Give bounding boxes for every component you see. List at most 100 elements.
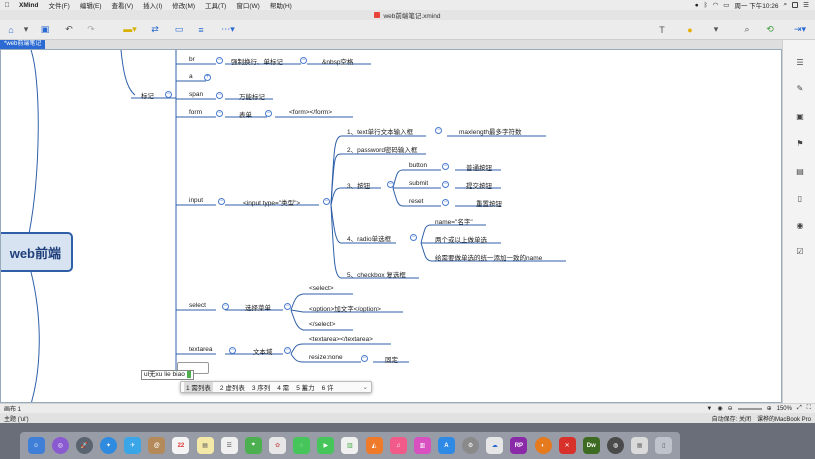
style-icon[interactable]: T: [659, 24, 665, 35]
topic-resize-desc[interactable]: 固定: [385, 357, 398, 364]
export-icon[interactable]: ⇥▾: [793, 24, 807, 34]
dreamweaver-icon[interactable]: Dw: [582, 437, 600, 454]
redo-icon[interactable]: ↷: [87, 24, 95, 34]
collapse-toggle[interactable]: −: [410, 234, 417, 241]
collapse-toggle[interactable]: −: [216, 110, 223, 117]
preview-icon[interactable]: ▦: [631, 437, 649, 454]
summary-icon[interactable]: ≡: [198, 24, 204, 35]
topic-select[interactable]: select: [189, 302, 206, 309]
topic-select-open[interactable]: <select>: [309, 285, 334, 292]
collapse-toggle[interactable]: −: [442, 199, 449, 206]
more-icon[interactable]: ⋯▾: [221, 24, 235, 34]
topic-button-desc[interactable]: 普通按钮: [466, 165, 492, 172]
launchpad-icon[interactable]: 🚀: [75, 437, 93, 454]
ime-candidate[interactable]: 4 需: [277, 385, 290, 392]
axure-rp-icon[interactable]: RP: [510, 437, 528, 454]
calendar-icon[interactable]: 22: [172, 437, 190, 454]
topic-button[interactable]: button: [409, 162, 428, 169]
collapse-toggle[interactable]: −: [218, 198, 225, 205]
chevron-down-icon[interactable]: ⌄: [362, 384, 368, 391]
safari-icon[interactable]: ✦: [99, 437, 117, 454]
menu-edit[interactable]: 编辑(E): [79, 3, 102, 10]
system-preferences-icon[interactable]: ⚙: [462, 437, 480, 454]
menu-view[interactable]: 查看(V): [111, 3, 134, 10]
undo-icon[interactable]: ↶: [65, 24, 73, 34]
topic-radio[interactable]: 4、radio单选框: [347, 236, 392, 243]
outline-icon[interactable]: ☰: [796, 57, 804, 67]
battery-icon[interactable]: ▭: [723, 2, 730, 9]
zoom-in-icon[interactable]: ⊕: [766, 406, 772, 412]
quicktime-icon[interactable]: ◍: [606, 437, 624, 454]
photos-icon[interactable]: ✿: [268, 437, 286, 454]
ime-candidate[interactable]: 1 需列表: [184, 382, 213, 392]
spotlight-icon[interactable]: ⌕: [783, 1, 788, 8]
contacts-icon[interactable]: @: [148, 437, 166, 454]
topic-input-type[interactable]: <input type="类型">: [243, 200, 301, 207]
image-icon[interactable]: ▣: [796, 111, 804, 121]
mail-icon[interactable]: ✈: [124, 437, 142, 454]
topic-reset[interactable]: reset: [409, 198, 424, 205]
collapse-toggle[interactable]: −: [435, 127, 442, 134]
relationship-icon[interactable]: ⇄: [151, 24, 159, 34]
topic-input[interactable]: input: [189, 197, 204, 204]
task-icon[interactable]: ☑: [796, 246, 804, 256]
format-brush-icon[interactable]: ✎: [796, 83, 804, 93]
menu-insert[interactable]: 插入(I): [143, 3, 163, 10]
fit-icon[interactable]: ⤢: [796, 405, 802, 411]
clock[interactable]: 周一 下午10:26: [734, 3, 779, 10]
expand-toggle[interactable]: +: [204, 74, 211, 81]
comments-icon[interactable]: ◉: [796, 220, 804, 230]
status-app-icon[interactable]: ●: [694, 1, 699, 9]
siri-icon[interactable]: ◎: [51, 437, 69, 454]
share-icon[interactable]: ⟲: [766, 24, 774, 34]
autosave-status[interactable]: 自动保存: 关闭: [711, 416, 751, 423]
ime-candidate[interactable]: 2 虚列表: [219, 385, 245, 392]
collapse-toggle[interactable]: −: [387, 181, 394, 188]
boundary-icon[interactable]: ▭: [174, 24, 184, 34]
collapse-toggle[interactable]: −: [323, 198, 330, 205]
root-topic[interactable]: web前端: [1, 232, 73, 272]
ime-candidate[interactable]: 5 蓄力: [296, 385, 315, 392]
topic-maxlength[interactable]: maxlength最多字符数: [459, 129, 522, 136]
firefox-icon[interactable]: ◐: [534, 437, 552, 454]
topic-br-desc[interactable]: 强制换行、单标记: [231, 59, 283, 66]
bluetooth-icon[interactable]: ᛒ: [703, 1, 708, 9]
siri-icon[interactable]: [792, 2, 799, 8]
collapse-toggle[interactable]: −: [229, 347, 236, 354]
collapse-toggle[interactable]: −: [300, 57, 307, 64]
collapse-toggle[interactable]: −: [284, 347, 291, 354]
topic-password[interactable]: 2、password密码输入框: [347, 147, 418, 154]
chevron-down-icon[interactable]: ▾: [23, 24, 29, 34]
collapse-toggle[interactable]: −: [222, 303, 229, 310]
topic-submit-desc[interactable]: 提交按钮: [466, 183, 492, 190]
topic-form[interactable]: form: [189, 109, 202, 116]
collapse-toggle[interactable]: −: [442, 181, 449, 188]
collapse-toggle[interactable]: −: [265, 110, 272, 117]
topic-radio-multi[interactable]: 两个或以上做单选: [435, 237, 487, 244]
menu-modify[interactable]: 修改(M): [172, 3, 196, 10]
reminders-icon[interactable]: ☰: [220, 437, 238, 454]
topic-checkbox[interactable]: 5、checkbox 复选框: [347, 272, 406, 279]
menu-tools[interactable]: 工具(T): [205, 3, 227, 10]
insert-topic-icon[interactable]: ▬▾: [123, 24, 137, 34]
topic-nbsp[interactable]: &nbsp空格: [322, 59, 354, 66]
zoom-out-icon[interactable]: ⊖: [727, 406, 733, 412]
notes-icon[interactable]: ▯: [797, 193, 803, 203]
maps-icon[interactable]: ⌖: [244, 437, 262, 454]
topic-form-desc[interactable]: 表单: [239, 112, 252, 119]
collapse-toggle[interactable]: −: [165, 91, 172, 98]
collapse-toggle[interactable]: −: [284, 303, 291, 310]
topic-span-desc[interactable]: 万能标记: [239, 94, 265, 101]
eye-icon[interactable]: ◉: [717, 406, 723, 412]
numbers-icon[interactable]: ▥: [341, 437, 359, 454]
trash-icon[interactable]: ▯: [655, 437, 673, 454]
topic-br[interactable]: br: [189, 56, 195, 63]
facetime-icon[interactable]: ▶: [317, 437, 335, 454]
collapse-toggle[interactable]: −: [216, 92, 223, 99]
ime-candidate[interactable]: 3 序列: [251, 385, 271, 392]
topic-select-desc[interactable]: 选择菜单: [245, 305, 271, 312]
topic-textarea-desc[interactable]: 文本域: [253, 349, 273, 356]
topic-span[interactable]: span: [189, 91, 204, 98]
topic-resize[interactable]: resize:none: [309, 354, 343, 361]
xmind-icon[interactable]: ✕: [558, 437, 576, 454]
